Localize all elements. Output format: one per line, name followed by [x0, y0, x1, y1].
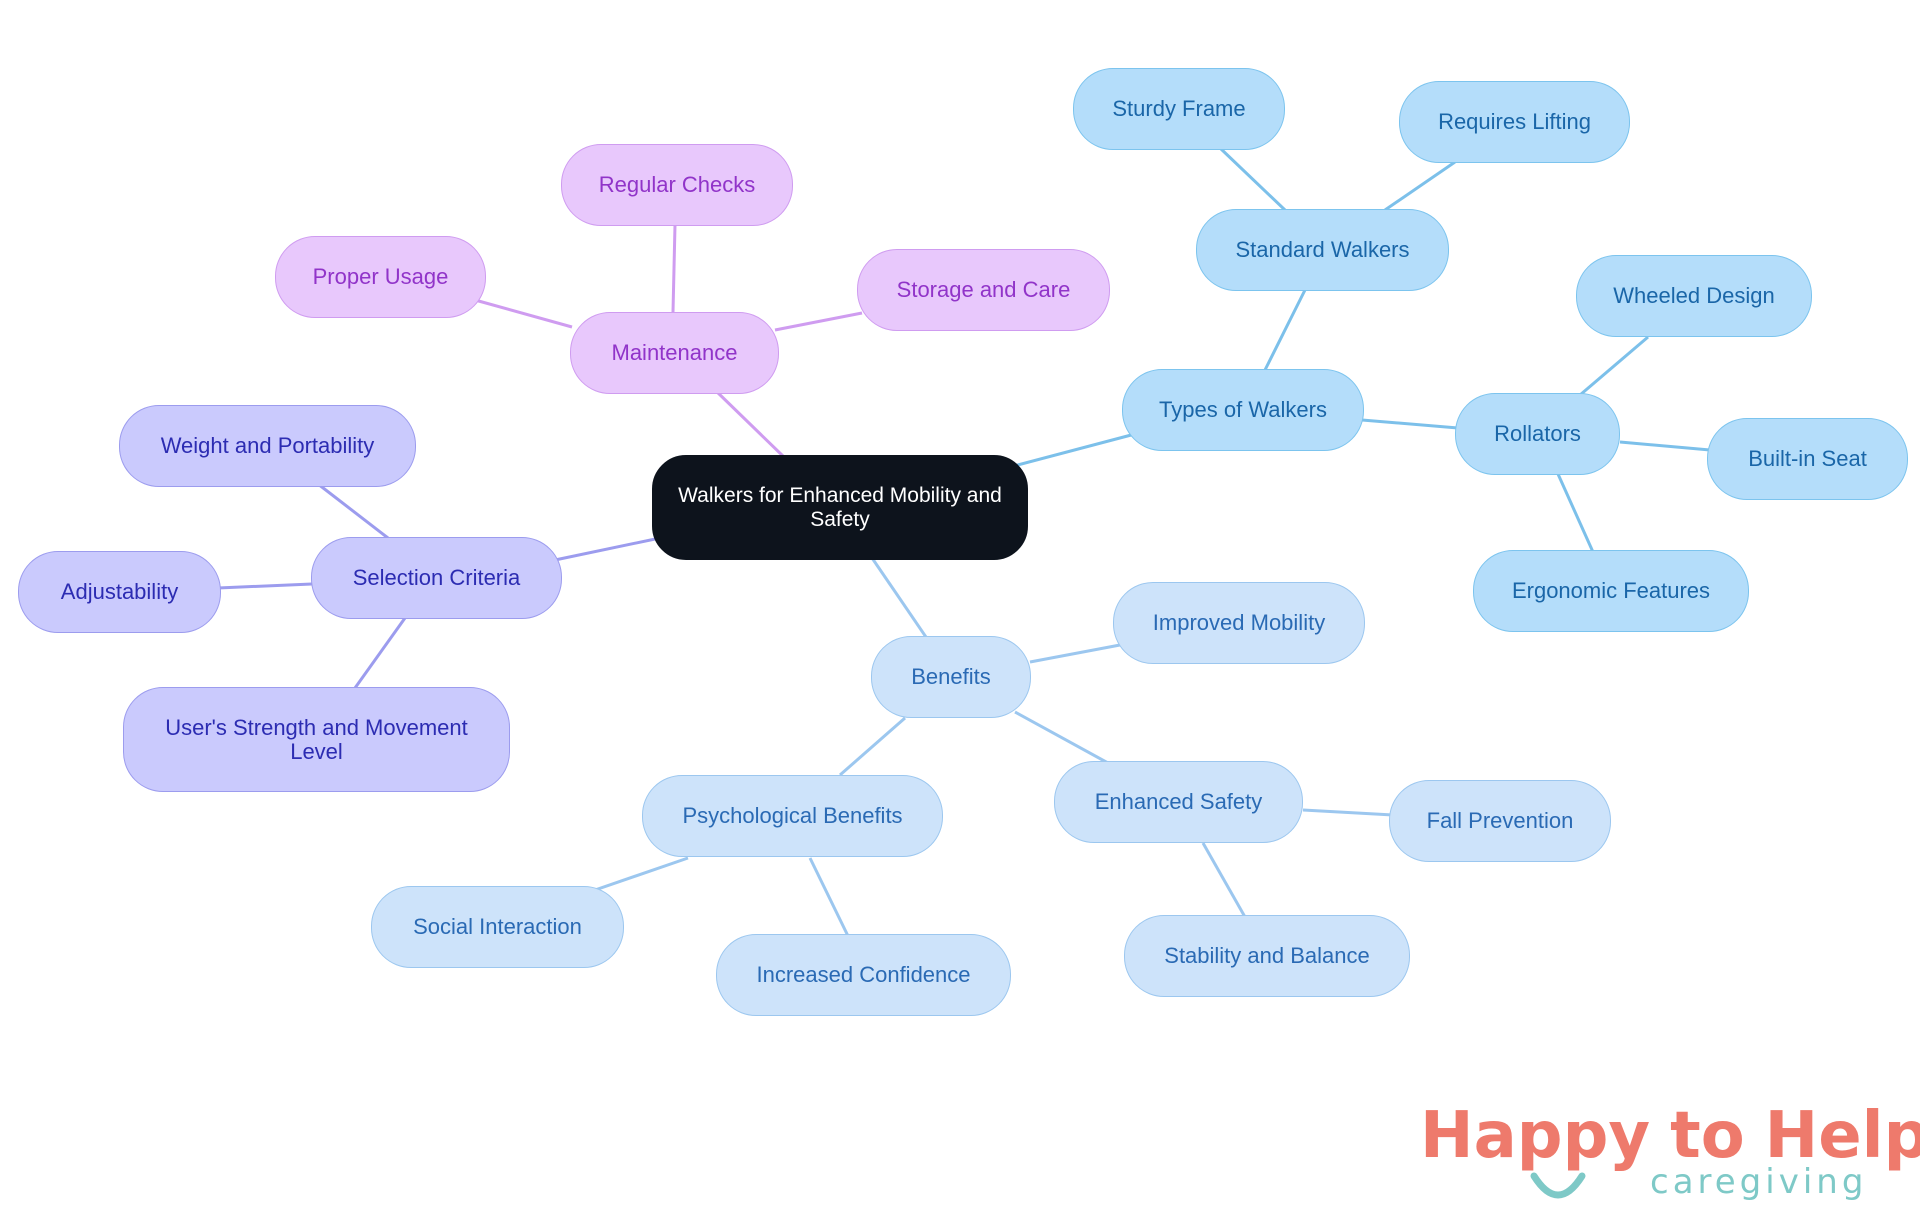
built-in-seat-node: Built-in Seat	[1707, 418, 1908, 500]
edge-maint-storage	[774, 311, 863, 332]
edge-rollators-seat	[1619, 440, 1711, 452]
proper-usage-node: Proper Usage	[275, 236, 486, 318]
edge-selection-weight	[317, 482, 389, 540]
edge-benefits-improved	[1029, 643, 1121, 664]
wheeled-design-node: Wheeled Design	[1576, 255, 1812, 337]
selection-criteria-node: Selection Criteria	[311, 537, 562, 619]
edge-types-rollators	[1361, 418, 1459, 430]
edge-benefits-safety	[1014, 710, 1109, 765]
smile-icon	[1530, 1172, 1586, 1199]
ergonomic-features-node: Ergonomic Features	[1473, 550, 1749, 632]
stability-and-balance-node: Stability and Balance	[1124, 915, 1410, 997]
edge-root-benefits	[868, 554, 930, 641]
root-node: Walkers for Enhanced Mobility and Safety	[652, 455, 1028, 560]
edge-safety-fall	[1302, 808, 1394, 817]
fall-prevention-node: Fall Prevention	[1389, 780, 1611, 862]
rollators-node: Rollators	[1455, 393, 1620, 475]
edge-root-maintenance	[713, 388, 787, 460]
users-strength-node: User's Strength and Movement Level	[123, 687, 510, 792]
edge-maint-checks	[671, 224, 677, 313]
edge-rollators-ergonomic	[1556, 473, 1595, 553]
edge-psych-confidence	[808, 857, 850, 937]
sturdy-frame-node: Sturdy Frame	[1073, 68, 1285, 150]
weight-and-portability-node: Weight and Portability	[119, 405, 416, 487]
edge-selection-strength	[353, 617, 407, 689]
edge-selection-adjust	[217, 582, 313, 590]
edge-psych-social	[594, 856, 689, 892]
increased-confidence-node: Increased Confidence	[716, 934, 1011, 1016]
edge-rollators-wheeled	[1579, 335, 1649, 397]
logo-word-help: Help	[1764, 1099, 1920, 1173]
adjustability-node: Adjustability	[18, 551, 221, 633]
logo-tagline: caregiving	[1650, 1162, 1868, 1202]
benefits-node: Benefits	[871, 636, 1031, 718]
storage-and-care-node: Storage and Care	[857, 249, 1110, 331]
edge-benefits-psych	[839, 716, 906, 777]
logo-word-to: to	[1670, 1099, 1745, 1173]
logo-word-happy: Happy	[1420, 1099, 1651, 1173]
types-of-walkers-node: Types of Walkers	[1122, 369, 1364, 451]
regular-checks-node: Regular Checks	[561, 144, 793, 226]
edge-types-standard	[1263, 289, 1307, 371]
psychological-benefits-node: Psychological Benefits	[642, 775, 943, 857]
requires-lifting-node: Requires Lifting	[1399, 81, 1630, 163]
social-interaction-node: Social Interaction	[371, 886, 624, 968]
enhanced-safety-node: Enhanced Safety	[1054, 761, 1303, 843]
maintenance-node: Maintenance	[570, 312, 779, 394]
edge-maint-usage	[474, 298, 573, 329]
edge-root-types	[1009, 432, 1136, 469]
standard-walkers-node: Standard Walkers	[1196, 209, 1449, 291]
edge-standard-sturdy	[1218, 146, 1287, 212]
edge-standard-lifting	[1384, 160, 1456, 212]
edge-root-selection	[554, 536, 661, 562]
improved-mobility-node: Improved Mobility	[1113, 582, 1365, 664]
edge-safety-stability	[1201, 842, 1247, 918]
